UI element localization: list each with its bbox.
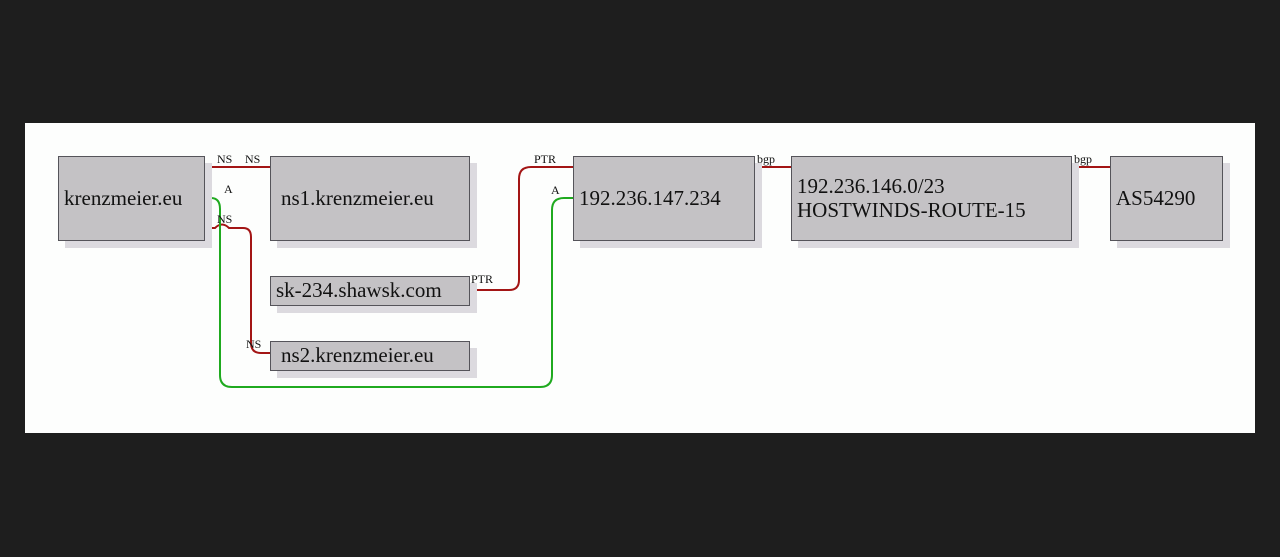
node-ip-label: 192.236.147.234 [579, 185, 721, 210]
node-asn-label: AS54290 [1116, 185, 1196, 210]
node-ptr-host: sk-234.shawsk.com [270, 276, 470, 306]
node-ip: 192.236.147.234 [573, 156, 755, 241]
label-ptr-head: PTR [534, 152, 557, 166]
label-domain-ns1-head: NS [245, 152, 261, 166]
label-ip-a-head: A [551, 183, 560, 197]
label-route-asn-bgp: bgp [1074, 152, 1092, 166]
label-domain-ns1-tail: NS [217, 152, 233, 166]
edge-ptr [469, 166, 573, 291]
node-ns1: ns1.krenzmeier.eu [270, 156, 470, 241]
label-domain-ns2-head: NS [246, 337, 262, 351]
diagram-canvas: krenzmeier.eu ns1.krenzmeier.eu sk-234.s… [25, 123, 1255, 433]
edge-domain-ns2 [205, 223, 270, 354]
node-ptr-host-label: sk-234.shawsk.com [276, 278, 442, 303]
node-asn: AS54290 [1110, 156, 1223, 241]
node-route: 192.236.146.0/23 HOSTWINDS-ROUTE-15 [791, 156, 1072, 241]
edge-domain-ip-a [205, 197, 573, 388]
label-ip-route-bgp: bgp [757, 152, 775, 166]
node-domain: krenzmeier.eu [58, 156, 205, 241]
label-domain-a-tail: A [224, 182, 233, 196]
label-domain-ns2-tail: NS [217, 212, 233, 226]
node-route-line1: 192.236.146.0/23 [797, 174, 945, 199]
node-ns1-label: ns1.krenzmeier.eu [281, 185, 434, 210]
node-domain-label: krenzmeier.eu [64, 185, 183, 210]
node-ns2-label: ns2.krenzmeier.eu [281, 343, 434, 368]
edges-layer [205, 166, 1110, 388]
node-route-line2: HOSTWINDS-ROUTE-15 [797, 197, 1026, 222]
label-ptr-tail: PTR [471, 272, 494, 286]
node-ns2: ns2.krenzmeier.eu [270, 341, 470, 371]
